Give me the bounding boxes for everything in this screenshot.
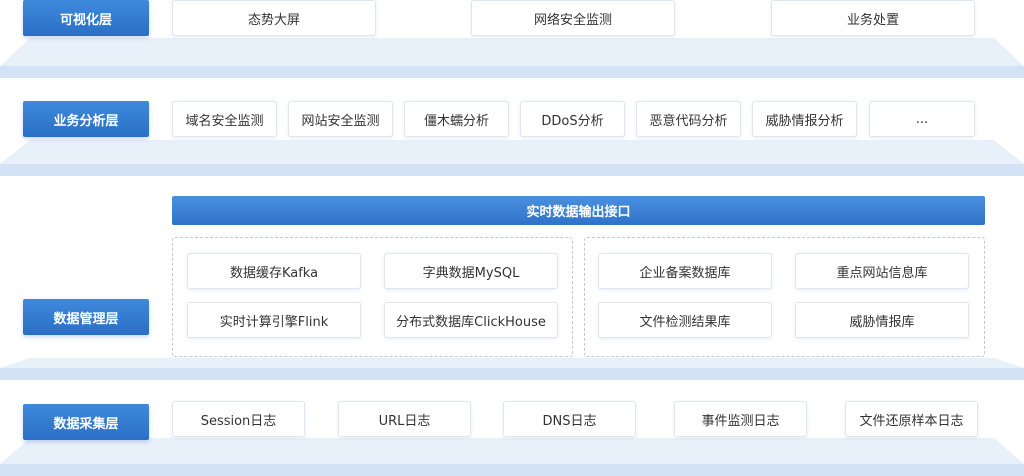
module-website-security: 网站安全监测 (288, 101, 393, 137)
layer-label-collection: 数据采集层 (23, 404, 149, 440)
module-kafka-cache: 数据缓存Kafka (187, 253, 361, 289)
module-enterprise-filing-db: 企业备案数据库 (598, 253, 772, 289)
realtime-output-interface: 实时数据输出接口 (172, 196, 985, 225)
module-file-detection-db: 文件检测结果库 (598, 302, 772, 338)
module-botnet-analysis: 僵木蠕分析 (404, 101, 509, 137)
module-file-restore-sample-log: 文件还原样本日志 (845, 401, 978, 437)
module-url-log: URL日志 (338, 401, 471, 437)
platform-collection (0, 438, 1024, 476)
module-threat-intel-db: 威胁情报库 (795, 302, 969, 338)
module-network-security-monitoring: 网络安全监测 (471, 0, 675, 36)
module-more: ... (869, 101, 975, 137)
module-event-monitoring-log: 事件监测日志 (674, 401, 807, 437)
left-storage-group (172, 237, 573, 357)
module-ddos-analysis: DDoS分析 (520, 101, 625, 137)
platform-management (0, 358, 1024, 394)
layer-label-visual: 可视化层 (23, 0, 149, 36)
module-clickhouse-database: 分布式数据库ClickHouse (384, 302, 558, 338)
platform-analysis (0, 140, 1024, 180)
layer-label-analysis: 业务分析层 (23, 101, 149, 137)
module-session-log: Session日志 (172, 401, 305, 437)
module-business-handling: 业务处置 (771, 0, 975, 36)
module-key-website-db: 重点网站信息库 (795, 253, 969, 289)
right-database-group (584, 237, 985, 357)
module-domain-security: 域名安全监测 (172, 101, 277, 137)
module-threat-intel-analysis: 威胁情报分析 (752, 101, 857, 137)
module-dns-log: DNS日志 (503, 401, 636, 437)
platform-visual (0, 38, 1024, 78)
module-flink-engine: 实时计算引擎Flink (187, 302, 361, 338)
module-mysql-dictionary: 字典数据MySQL (384, 253, 558, 289)
layer-label-management: 数据管理层 (23, 299, 149, 335)
module-situation-screen: 态势大屏 (172, 0, 376, 36)
module-malware-analysis: 恶意代码分析 (636, 101, 741, 137)
